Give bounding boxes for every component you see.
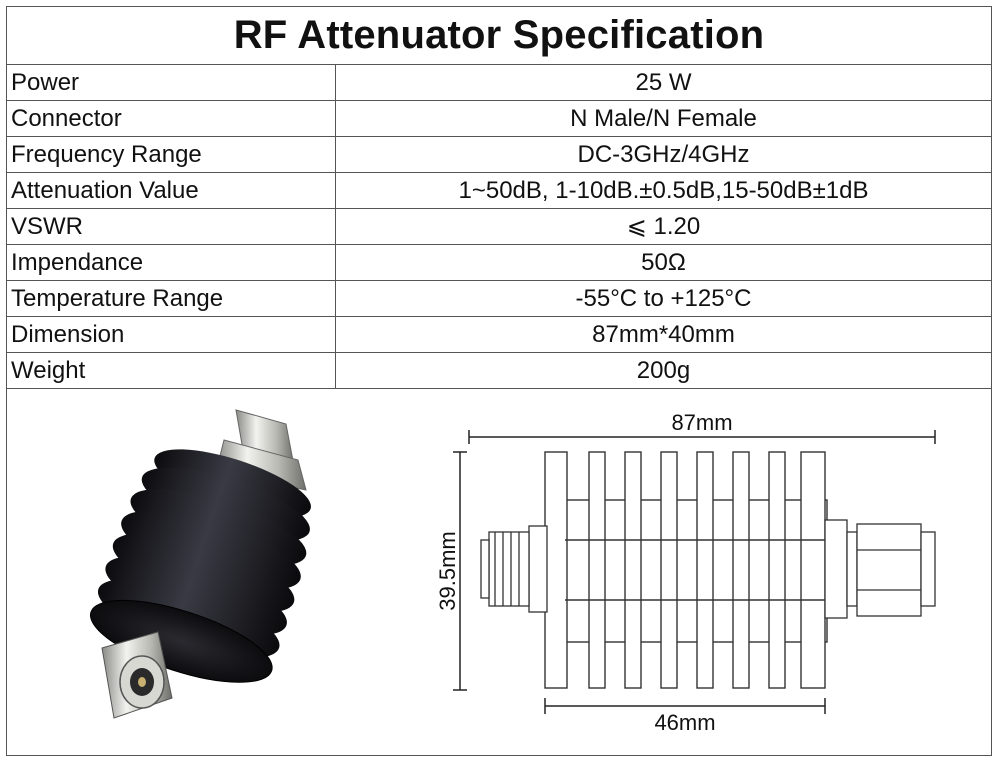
spec-label-temperature: Temperature Range (7, 280, 336, 317)
spec-value-connector: N Male/N Female (335, 100, 991, 137)
table-row: Connector N Male/N Female (7, 100, 991, 137)
table-row: Weight 200g (7, 352, 991, 389)
spec-label-attenuation: Attenuation Value (7, 172, 336, 209)
body-dimension-label: 46mm (654, 710, 715, 735)
n-female-connector-icon (101, 631, 173, 719)
spec-value-attenuation: 1~50dB, 1-10dB.±0.5dB,15-50dB±1dB (335, 172, 991, 209)
heatsink-fins (89, 449, 311, 683)
table-row: Impendance 50Ω (7, 244, 991, 281)
spec-label-vswr: VSWR (7, 208, 336, 245)
table-row: Frequency Range DC-3GHz/4GHz (7, 136, 991, 173)
spec-label-impedance: Impendance (7, 244, 336, 281)
spec-label-power: Power (7, 65, 336, 101)
spec-label-frequency: Frequency Range (7, 136, 336, 173)
spec-value-dimension: 87mm*40mm (335, 316, 991, 353)
height-dimension-label: 39.5mm (435, 531, 460, 610)
table-row: VSWR ⩽ 1.20 (7, 208, 991, 245)
length-dimension-label: 87mm (671, 410, 732, 435)
product-photo (89, 409, 311, 719)
spec-value-vswr: ⩽ 1.20 (335, 208, 991, 245)
heatsink-outline (544, 451, 828, 689)
spec-label-dimension: Dimension (7, 316, 336, 353)
left-connector-outline (480, 525, 548, 613)
dimension-drawing: 87mm 39.5mm 46mm (435, 410, 936, 735)
table-row: Power 25 W (7, 65, 991, 101)
spec-value-temperature: -55°C to +125°C (335, 280, 991, 317)
spec-value-weight: 200g (335, 352, 991, 389)
spec-label-connector: Connector (7, 100, 336, 137)
table-row: Temperature Range -55°C to +125°C (7, 280, 991, 317)
table-row: Dimension 87mm*40mm (7, 316, 991, 353)
page-title: RF Attenuator Specification (7, 7, 991, 65)
spec-value-power: 25 W (335, 65, 991, 101)
table-row: Attenuation Value 1~50dB, 1-10dB.±0.5dB,… (7, 172, 991, 209)
spec-value-impedance: 50Ω (335, 244, 991, 281)
spec-value-frequency: DC-3GHz/4GHz (335, 136, 991, 173)
spec-table: Power 25 W Connector N Male/N Female Fre… (7, 65, 991, 389)
right-connector-outline (824, 519, 936, 619)
spec-label-weight: Weight (7, 352, 336, 389)
